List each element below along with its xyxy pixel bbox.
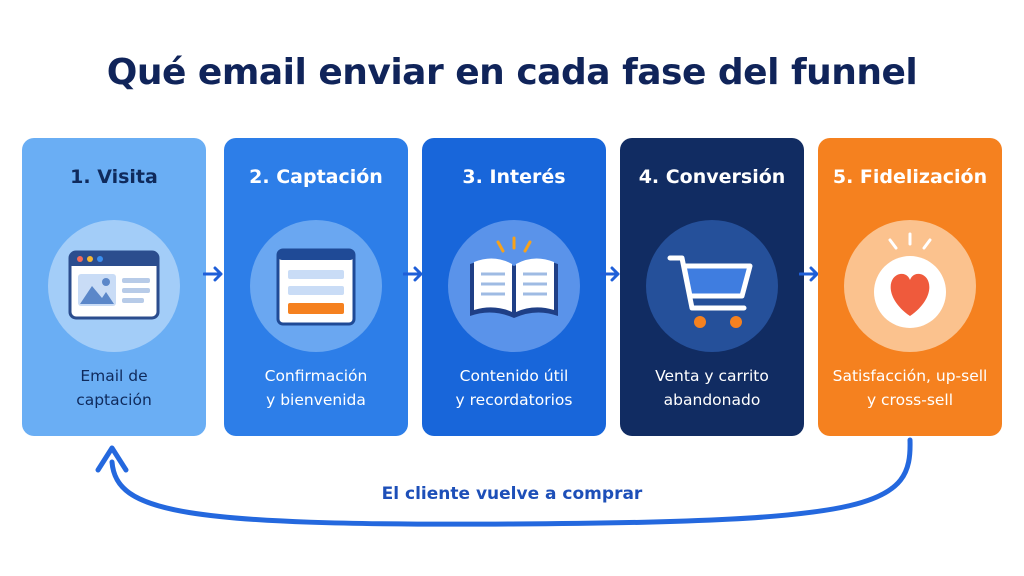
stage-heading: 3. Interés xyxy=(462,166,566,188)
stage-description: Contenido útil y recordatorios xyxy=(455,367,573,409)
stage-conversion: 4. Conversión Venta y carrito abandonado xyxy=(620,138,804,436)
stage-description: Confirmación y bienvenida xyxy=(264,367,368,409)
stage-icon-circle xyxy=(448,220,580,352)
stage-icon-circle xyxy=(646,220,778,352)
stage-visita: 1. Visita Email de captación xyxy=(22,138,206,436)
arrow-right-icon xyxy=(403,266,423,282)
stage-heading: 1. Visita xyxy=(70,166,158,188)
stage-captacion: 2. Captación Confirmación y bienvenida xyxy=(224,138,408,436)
arrow-right-icon xyxy=(203,266,223,282)
loop-label: El cliente vuelve a comprar xyxy=(381,484,643,504)
shopping-cart-icon xyxy=(667,255,753,328)
open-book-icon xyxy=(470,236,558,318)
stage-description: Email de captación xyxy=(76,367,152,409)
stage-description: Satisfacción, up-sell y cross-sell xyxy=(832,367,988,409)
arrow-right-icon xyxy=(799,266,819,282)
browser-window-icon xyxy=(68,250,160,320)
stage-description: Venta y carrito abandonado xyxy=(655,367,769,409)
stage-icon-circle xyxy=(48,220,180,352)
stage-heading: 4. Conversión xyxy=(638,166,786,188)
stage-fidelizacion: 5. Fidelización Satisfacción, up-sell y … xyxy=(818,138,1002,436)
signup-form-icon xyxy=(276,248,356,326)
stage-icon-circle xyxy=(844,220,976,352)
stage-interes: 3. Interés Contenido útil y recordatorio… xyxy=(422,138,606,436)
arrowhead-up-icon xyxy=(95,445,129,473)
stage-icon-circle xyxy=(250,220,382,352)
arrow-right-icon xyxy=(600,266,620,282)
heart-icon xyxy=(874,232,946,328)
stage-heading: 2. Captación xyxy=(249,166,383,188)
stage-heading: 5. Fidelización xyxy=(832,166,988,188)
page-title: Qué email enviar en cada fase del funnel xyxy=(106,52,918,93)
